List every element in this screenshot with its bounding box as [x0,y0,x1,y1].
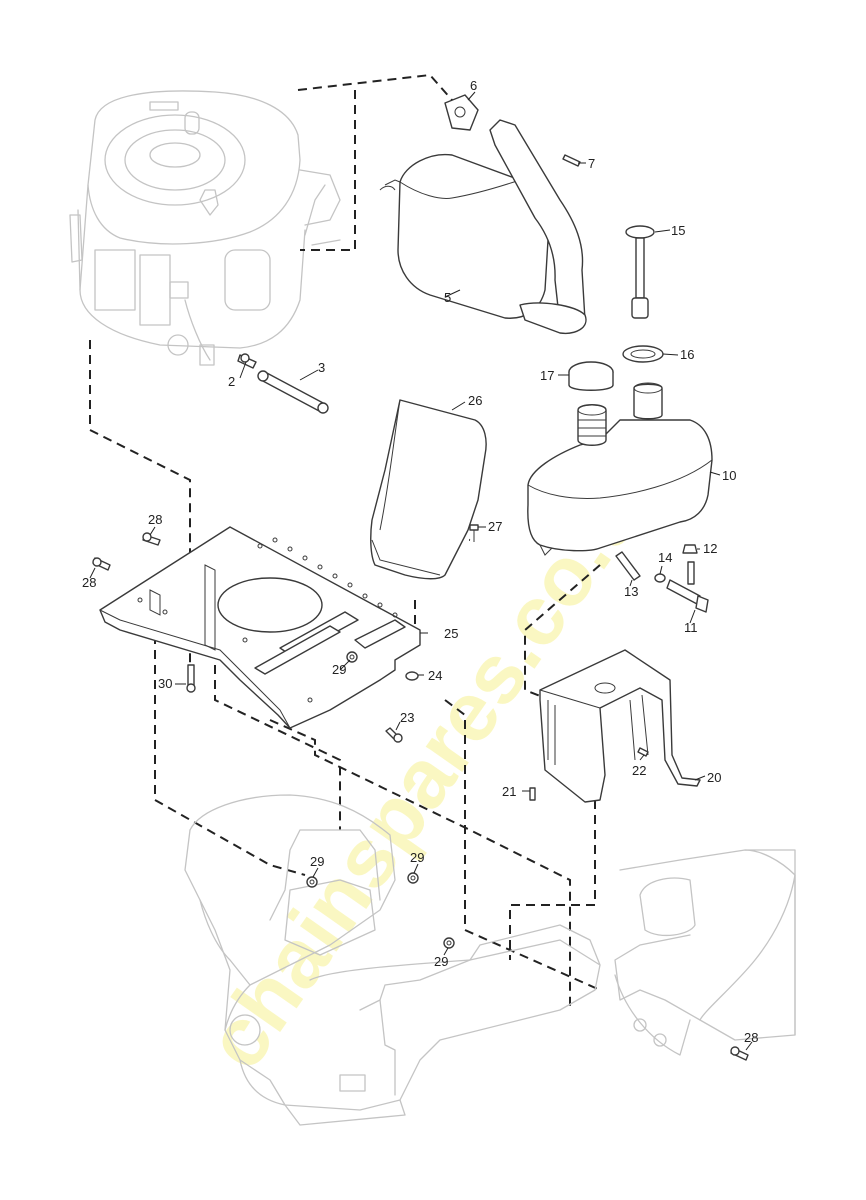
part-28-bolt-lower [730,1046,749,1061]
label-23: 23 [400,710,414,725]
label-15: 15 [671,223,685,238]
label-6: 6 [470,78,477,93]
label-28-left: 28 [82,575,96,590]
part-21-screw [529,787,536,801]
part-14-clip [654,573,666,583]
engine-ghost [69,90,341,366]
label-16: 16 [680,347,694,362]
part-13-hose [615,551,641,581]
part-12-grommet [682,544,698,554]
part-5-muffler [379,119,587,335]
part-26-heat-shield [370,399,487,580]
label-10: 10 [722,468,736,483]
part-16-seal [622,345,664,363]
label-28-upper: 28 [148,512,162,527]
part-6-gasket [444,94,479,131]
label-20: 20 [707,770,721,785]
callout-labels: 2 3 5 6 7 10 11 12 13 14 15 16 17 20 21 … [82,78,758,1045]
part-2-fitting [237,353,257,369]
label-29-chassis-right: 29 [410,850,424,865]
label-21: 21 [502,784,516,799]
chassis-ghost [184,794,601,1126]
label-28-lower: 28 [744,1030,758,1045]
part-23-bolt [385,727,403,743]
label-11: 11 [684,620,698,635]
part-7-screw [562,154,581,167]
part-22-screw [637,747,649,757]
label-26: 26 [468,393,482,408]
part-29-nuts-chassis [306,872,455,949]
label-5: 5 [444,290,451,305]
label-29-chassis-lower: 29 [434,954,448,969]
part-28-bolts-upper [92,532,161,571]
label-7: 7 [588,156,595,171]
part-27-screw [469,524,479,542]
part-24-washer [405,671,419,681]
label-13: 13 [624,584,638,599]
part-29-nut-plate [346,651,358,663]
label-30: 30 [158,676,172,691]
label-22: 22 [632,763,646,778]
label-24: 24 [428,668,442,683]
label-25: 25 [444,626,458,641]
label-27: 27 [488,519,502,534]
label-2: 2 [228,374,235,389]
label-14: 14 [658,550,672,565]
label-17: 17 [540,368,554,383]
part-10-fuel-tank [527,382,713,556]
label-3: 3 [318,360,325,375]
fender-ghost [614,849,796,1056]
label-29-plate: 29 [332,662,346,677]
part-20-tank-bracket [539,649,701,803]
label-12: 12 [703,541,717,556]
part-25-engine-plate [99,526,421,729]
leader-lines [89,91,753,1051]
label-29-chassis-left: 29 [310,854,324,869]
part-15-fuel-gauge [625,225,655,319]
part-3-rod [257,370,329,414]
part-30-bolt [186,664,196,693]
part-11-fuel-valve [666,561,709,613]
part-17-fuel-cap [568,361,614,391]
